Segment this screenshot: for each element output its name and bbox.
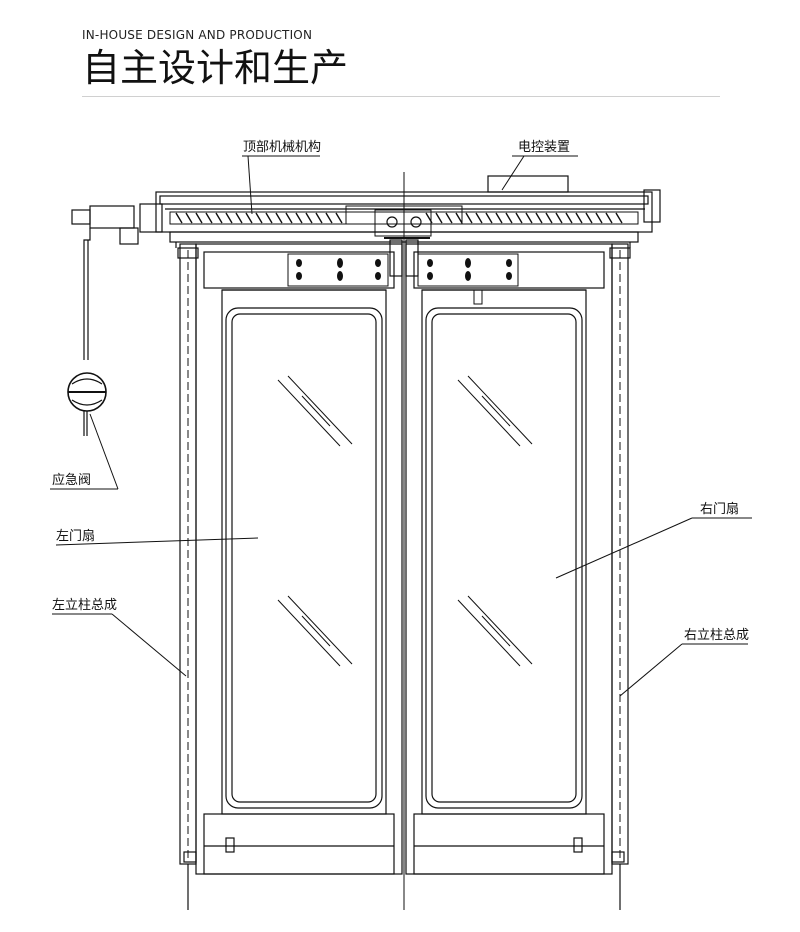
right-column-drawing bbox=[609, 243, 631, 910]
label-left-leaf: 左门扇 bbox=[56, 528, 95, 544]
label-right-column: 右立柱总成 bbox=[684, 628, 749, 643]
label-top-mechanism: 顶部机械机构 bbox=[243, 140, 321, 155]
right-door-leaf bbox=[405, 243, 613, 875]
label-right-leaf: 右门扇 bbox=[700, 501, 739, 517]
page-header: IN-HOUSE DESIGN AND PRODUCTION 自主设计和生产 bbox=[82, 28, 722, 92]
center-lock bbox=[384, 237, 430, 277]
emergency-valve-body bbox=[67, 372, 107, 436]
header-subtitle: IN-HOUSE DESIGN AND PRODUCTION bbox=[82, 28, 313, 42]
label-electric-control: 电控装置 bbox=[518, 140, 570, 155]
page-title: 自主设计和生产 bbox=[82, 46, 349, 90]
left-door-leaf bbox=[195, 243, 403, 875]
electric-control-box bbox=[487, 175, 569, 193]
label-emergency-valve: 应急阀 bbox=[52, 472, 91, 488]
label-left-column: 左立柱总成 bbox=[52, 598, 117, 613]
top-mechanism-housing bbox=[139, 189, 661, 248]
header-divider bbox=[82, 96, 720, 97]
motor-unit bbox=[71, 205, 139, 360]
leader-lines bbox=[50, 155, 752, 697]
left-column-drawing bbox=[177, 243, 199, 910]
